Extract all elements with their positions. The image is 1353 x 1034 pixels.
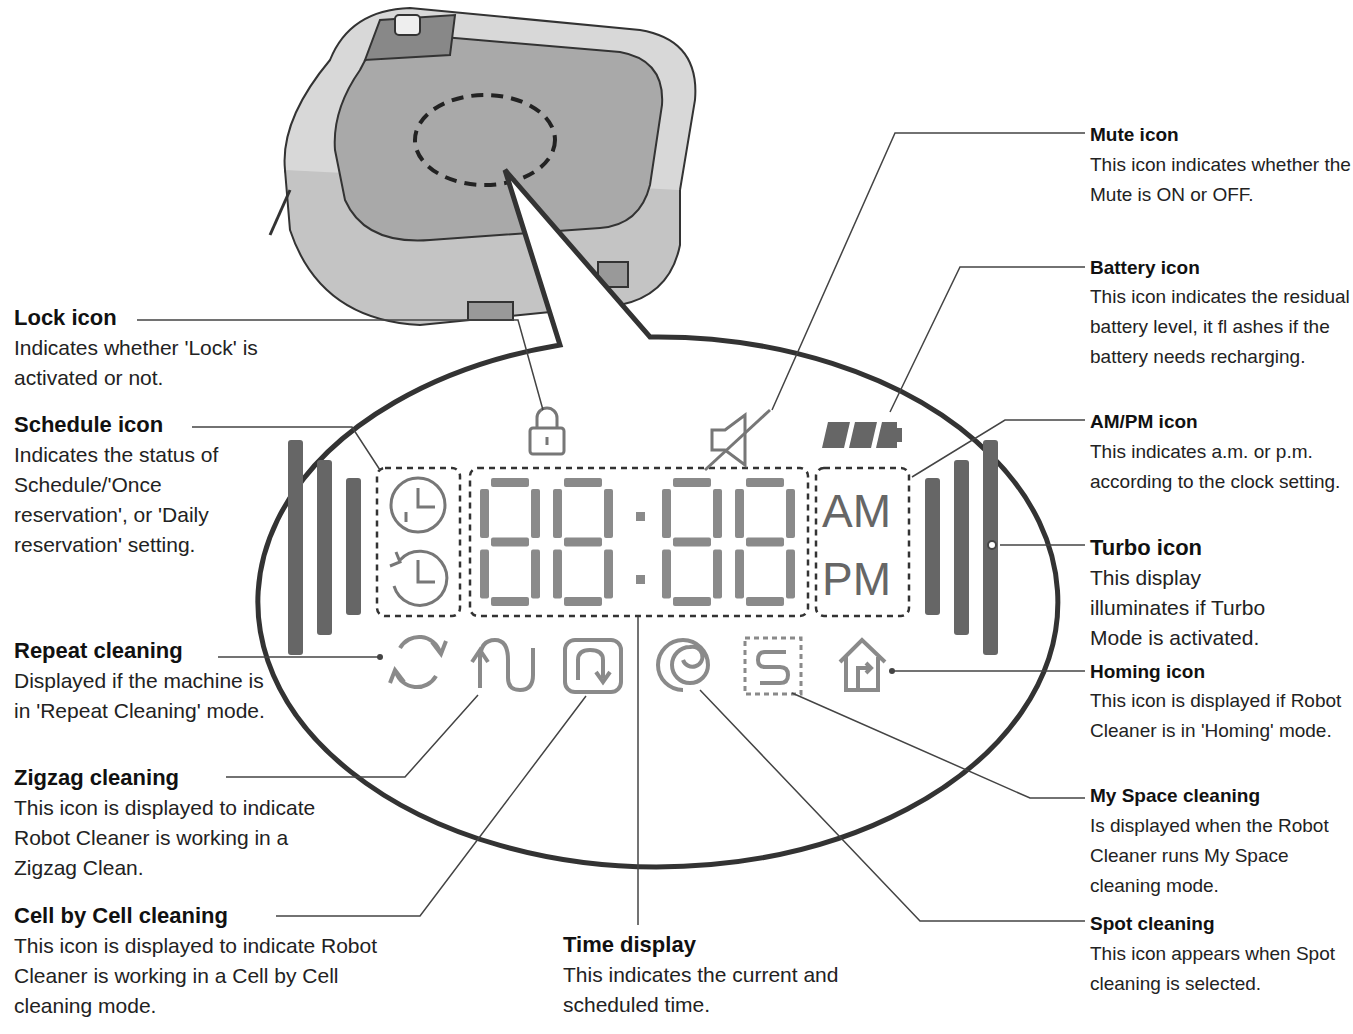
display-text: PM [822, 554, 912, 604]
callout-heading: Spot cleaning [1090, 909, 1352, 939]
digit-segment [746, 538, 784, 547]
digit-segment [662, 550, 671, 599]
callout-description: Indicates whether 'Lock' is activated or… [14, 333, 344, 393]
digit-segment [662, 489, 671, 538]
digit-segment [553, 489, 562, 538]
callout-heading: Homing icon [1090, 657, 1352, 687]
digit-segment [786, 489, 795, 538]
digit-segment [491, 478, 529, 487]
digit-segment [746, 478, 784, 487]
digit-segment [553, 550, 562, 599]
callout-description: This display illuminates if Turbo Mode i… [1090, 563, 1305, 653]
digit-segment [673, 538, 711, 547]
digit-segment [713, 489, 722, 538]
digit-segment [480, 489, 489, 538]
callout-description: Indicates the status of Schedule/'Once r… [14, 440, 236, 560]
digit-segment [735, 489, 744, 538]
callout-description: This indicates the current and scheduled… [563, 960, 933, 1020]
digit-segment [604, 550, 613, 599]
callout-heading: Time display [563, 930, 933, 960]
callout-heading: Mute icon [1090, 120, 1352, 150]
callout-heading: Repeat cleaning [14, 636, 284, 666]
digit-segment [480, 550, 489, 599]
digit-segment [673, 597, 711, 606]
digit-segment [531, 489, 540, 538]
callout-heading: AM/PM icon [1090, 407, 1352, 437]
callout-description: This icon is displayed to indicate Robot… [14, 793, 344, 883]
digit-segment [746, 597, 784, 606]
digit-segment [713, 550, 722, 599]
callout-description: This icon appears when Spot cleaning is … [1090, 939, 1352, 999]
digit-segment [786, 550, 795, 599]
digit-segment [491, 538, 529, 547]
digit-segment [564, 597, 602, 606]
digit-segment [735, 550, 744, 599]
callout-heading: Zigzag cleaning [14, 763, 344, 793]
callout-heading: Cell by Cell cleaning [14, 901, 414, 931]
callout-description: This icon is displayed if Robot Cleaner … [1090, 686, 1352, 746]
callout-heading: Schedule icon [14, 410, 236, 440]
digit-segment [564, 478, 602, 487]
callout-heading: My Space cleaning [1090, 781, 1352, 811]
callout-heading: Battery icon [1090, 253, 1352, 283]
callout-description: Displayed if the machine is in 'Repeat C… [14, 666, 284, 726]
digit-segment [491, 597, 529, 606]
digit-segment [531, 550, 540, 599]
callout-heading: Lock icon [14, 303, 344, 333]
callout-description: This icon indicates the residual battery… [1090, 282, 1352, 372]
callout-description: Is displayed when the Robot Cleaner runs… [1090, 811, 1352, 901]
callout-description: This icon indicates whether the Mute is … [1090, 150, 1352, 210]
callout-description: This indicates a.m. or p.m. according to… [1090, 437, 1352, 497]
callout-heading: Turbo icon [1090, 533, 1305, 563]
digit-segment [604, 489, 613, 538]
digit-segment [673, 478, 711, 487]
callout-description: This icon is displayed to indicate Robot… [14, 931, 414, 1021]
digit-segment [564, 538, 602, 547]
display-text: AM [822, 486, 912, 536]
